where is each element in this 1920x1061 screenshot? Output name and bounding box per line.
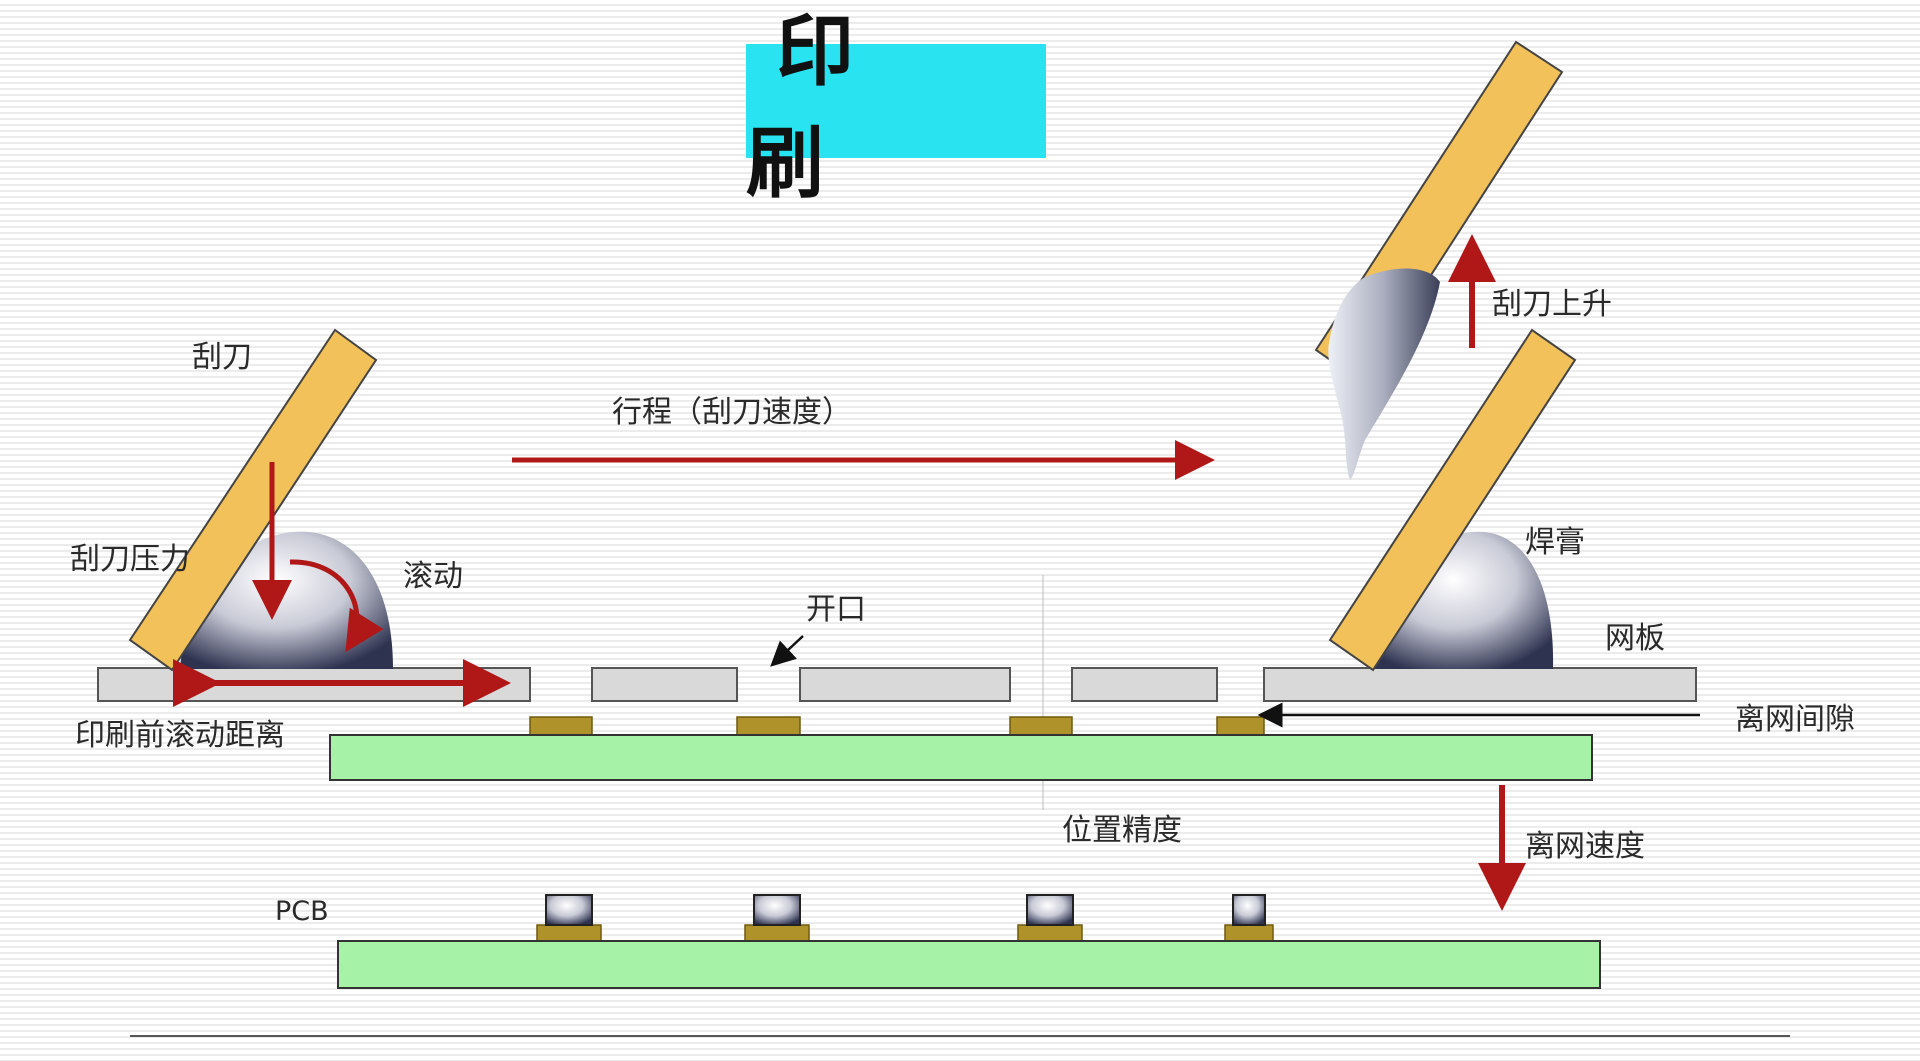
paste-deposit [1026, 894, 1074, 926]
pads-bottom [536, 924, 1274, 942]
stencil-label: 网板 [1605, 621, 1665, 656]
snap-off-gap-label: 离网间隙 [1735, 702, 1855, 737]
stroke-label: 行程（刮刀速度） [612, 395, 852, 430]
paste-deposit [1232, 894, 1266, 926]
position-accuracy-label: 位置精度 [1062, 813, 1182, 848]
pad [744, 924, 810, 942]
roll-distance-label: 印刷前滚动距离 [75, 718, 285, 753]
paste-deposit [753, 894, 801, 926]
paste-deposit [545, 894, 593, 926]
separation-speed-label: 离网速度 [1525, 829, 1645, 864]
pad [1216, 716, 1265, 736]
solder-paste-drip [1328, 268, 1440, 480]
stencil-segment [799, 667, 1011, 702]
stencil-segment [591, 667, 738, 702]
page-title: 印 刷 [746, 7, 1046, 209]
pad [1224, 924, 1274, 942]
squeegee-left [128, 328, 378, 672]
squeegee-lift-label: 刮刀上升 [1492, 287, 1612, 322]
rolling-arrow [289, 559, 384, 653]
aperture-label: 开口 [806, 592, 866, 627]
aperture-pointer [770, 635, 804, 667]
rolling-label: 滚动 [403, 559, 463, 594]
pad [736, 716, 801, 736]
squeegee-right [1328, 328, 1577, 672]
stencil-segment [1263, 667, 1697, 702]
pads-top [529, 716, 1265, 736]
solder-paste-label: 焊膏 [1525, 525, 1585, 560]
printed-paste-deposits [545, 894, 1266, 926]
squeegee-pressure-label: 刮刀压力 [70, 542, 190, 577]
stencil-segment [1071, 667, 1218, 702]
squeegee-label: 刮刀 [192, 340, 252, 375]
pad [529, 716, 593, 736]
pad [1017, 924, 1083, 942]
pad [1009, 716, 1073, 736]
pcb-board-top [329, 734, 1593, 781]
pcb-board-bottom [337, 940, 1601, 989]
pad [536, 924, 602, 942]
pcb-label: PCB [275, 896, 329, 927]
